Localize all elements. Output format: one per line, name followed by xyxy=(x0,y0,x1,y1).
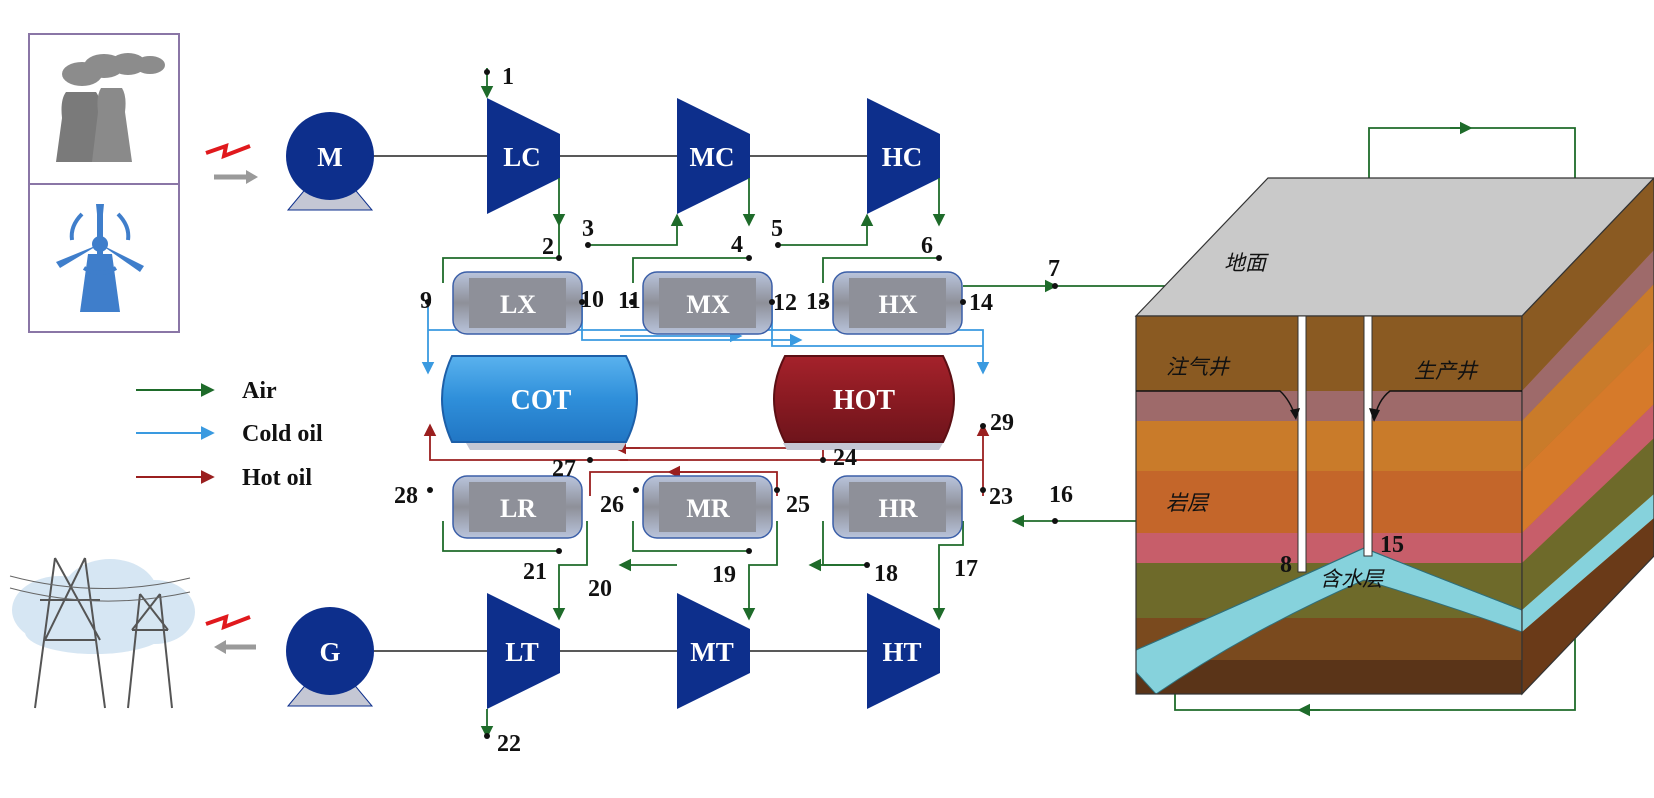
hx-lx-label: LX xyxy=(500,290,536,319)
legend-hot-oil: Hot oil xyxy=(242,465,312,491)
compressor-hc-label: HC xyxy=(882,142,923,172)
state-point-5: 5 xyxy=(771,216,783,242)
motor-label: M xyxy=(317,142,342,172)
production-well-label: 生产井 xyxy=(1414,359,1479,383)
state-point-24: 24 xyxy=(833,445,857,471)
state-point-19: 19 xyxy=(712,562,736,588)
state-point-29: 29 xyxy=(990,410,1014,436)
state-point-25: 25 xyxy=(786,492,810,518)
state-point-labels: 1 2 3 4 5 6 7 8 9 10 11 12 13 14 15 16 1… xyxy=(394,64,1404,757)
state-point-18: 18 xyxy=(874,561,898,587)
hx-hr-label: HR xyxy=(879,494,918,523)
state-point-16: 16 xyxy=(1049,482,1073,508)
hx-hx-label: HX xyxy=(879,290,918,319)
hx-lr-label: LR xyxy=(500,494,536,523)
state-point-4: 4 xyxy=(731,232,743,258)
legend-cold-oil: Cold oil xyxy=(242,421,323,447)
aquifer-label: 含水层 xyxy=(1320,567,1385,591)
state-point-2: 2 xyxy=(542,234,554,260)
state-point-8: 8 xyxy=(1280,552,1292,578)
state-point-11: 11 xyxy=(618,288,641,314)
turbine-ht-label: HT xyxy=(882,637,921,667)
state-point-12: 12 xyxy=(773,290,797,316)
motor: M xyxy=(286,112,374,211)
wind-turbine-icon xyxy=(56,204,144,312)
generator-label: G xyxy=(319,637,340,667)
compressor-mc-label: MC xyxy=(690,142,735,172)
legend-air: Air xyxy=(242,378,277,404)
hot-oil-flow xyxy=(423,423,990,496)
state-point-26: 26 xyxy=(600,492,624,518)
hx-mx-label: MX xyxy=(686,290,730,319)
input-power-icon xyxy=(205,142,258,184)
state-point-28: 28 xyxy=(394,483,418,509)
compressor-mc: MC xyxy=(677,98,750,214)
state-point-22: 22 xyxy=(497,731,521,757)
state-point-21: 21 xyxy=(523,559,547,585)
cold-oil-tank-label: COT xyxy=(511,385,572,416)
state-point-15: 15 xyxy=(1380,532,1404,558)
hx-hx: HX xyxy=(832,271,963,335)
hot-oil-tank-label: HOT xyxy=(833,385,896,416)
compressor-lc: LC xyxy=(487,98,560,214)
state-point-17: 17 xyxy=(954,556,978,582)
state-point-20: 20 xyxy=(588,576,612,602)
legend: Air Cold oil Hot oil xyxy=(136,378,323,491)
hot-oil-tank: HOT xyxy=(773,355,955,450)
production-well xyxy=(1363,315,1373,557)
turbine-lt: LT xyxy=(487,593,560,709)
turbine-mt-label: MT xyxy=(690,637,734,667)
turbine-lt-label: LT xyxy=(505,637,539,667)
generator: G xyxy=(286,607,374,707)
hx-lr: LR xyxy=(452,475,583,539)
hx-mx: MX xyxy=(642,271,773,335)
state-point-10: 10 xyxy=(580,287,604,313)
compressor-hc: HC xyxy=(867,98,940,214)
node-dots xyxy=(425,69,1058,739)
state-point-3: 3 xyxy=(582,216,594,242)
state-point-13: 13 xyxy=(806,289,830,315)
hx-mr-label: MR xyxy=(686,494,730,523)
state-point-14: 14 xyxy=(969,290,993,316)
state-point-7: 7 xyxy=(1048,256,1060,282)
output-power-icon xyxy=(205,613,256,654)
power-grid-icon xyxy=(9,557,195,709)
hx-lx: LX xyxy=(452,271,583,335)
turbine-ht: HT xyxy=(867,593,940,709)
power-plant-icon xyxy=(56,53,165,162)
injection-well-label: 注气井 xyxy=(1166,355,1231,379)
injection-well xyxy=(1297,315,1307,573)
state-point-1: 1 xyxy=(502,64,514,90)
state-point-6: 6 xyxy=(921,233,933,259)
hx-mr: MR xyxy=(642,475,773,539)
cold-oil-tank: COT xyxy=(441,355,638,450)
rock-layer-label: 岩层 xyxy=(1166,491,1210,515)
hx-hr: HR xyxy=(832,475,963,539)
state-point-9: 9 xyxy=(420,288,432,314)
turbine-mt: MT xyxy=(677,593,750,709)
power-source-box xyxy=(28,33,180,333)
state-point-27: 27 xyxy=(552,456,576,482)
geological-block xyxy=(1134,177,1654,696)
surface-label: 地面 xyxy=(1224,251,1269,275)
compressor-lc-label: LC xyxy=(503,142,541,172)
state-point-23: 23 xyxy=(989,484,1013,510)
